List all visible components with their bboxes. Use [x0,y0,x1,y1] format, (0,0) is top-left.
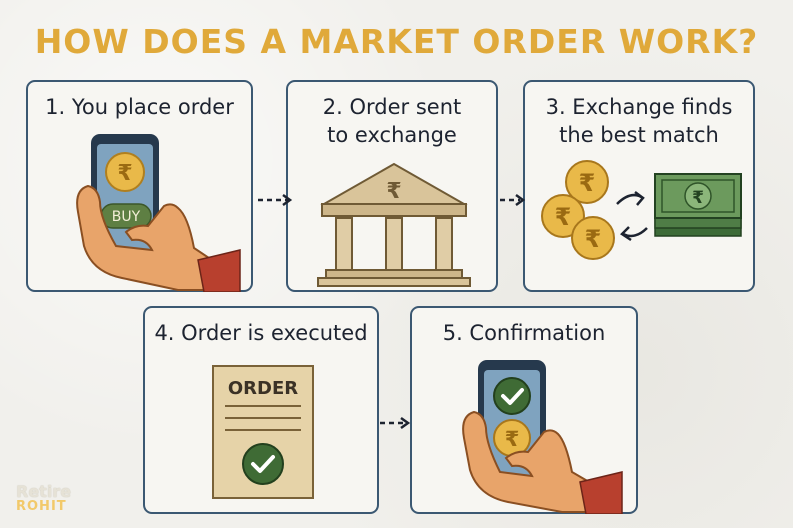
rupee-coin-icon: ₹ [493,419,531,457]
step-card-3: 3. Exchange finds the best match ₹ ₹ ₹ ₹ [523,80,755,292]
flow-arrow-1-2 [258,193,293,207]
bank-building-icon [317,162,471,287]
exchange-building-illustration: ₹ [317,162,471,287]
step-4-title: 4. Order is executed [154,321,368,345]
svg-text:BUY: BUY [112,209,141,225]
svg-text:₹: ₹ [585,225,602,253]
svg-text:₹: ₹ [579,169,596,197]
step-card-2: 2. Order sent to exchange ₹ [286,80,498,292]
step-card-1: 1. You place order ₹ BUY [26,80,253,292]
rupee-coins-icon: ₹ ₹ ₹ [541,160,615,260]
svg-text:₹: ₹ [117,161,132,186]
step-2-title: 2. Order sent to exchange [322,95,462,147]
svg-text:₹: ₹ [692,188,704,208]
step-5-title: 5. Confirmation [442,321,606,345]
page-title: HOW DOES A MARKET ORDER WORK? [34,22,759,61]
swap-arrows-icon [616,191,648,242]
step-3-title: 3. Exchange finds the best match [545,95,733,147]
svg-text:₹: ₹ [505,427,520,451]
retire-rohit-logo: Retire ROHIT [16,482,72,515]
flow-arrow-2-3 [500,193,526,207]
matching-illustration: ₹ ₹ ₹ ₹ [541,160,742,260]
checkmark-icon [242,443,284,485]
rupee-icon: ₹ [386,179,401,204]
step-card-4: 4. Order is executed ORDER [143,306,379,514]
hand-icon [76,184,241,292]
step-card-5: 5. Confirmation ₹ [410,306,638,514]
logo-line-1: Retire [16,482,72,501]
step-1-title: 1. You place order [45,95,234,119]
place-order-illustration: ₹ BUY [76,134,241,292]
checkmark-icon [493,377,531,415]
logo-line-2: ROHIT [16,499,67,514]
order-executed-illustration: ORDER [212,365,314,499]
banknotes-icon: ₹ [654,173,742,237]
svg-text:₹: ₹ [555,203,572,231]
hand-icon [462,410,623,514]
confirmation-illustration: ₹ [462,360,623,514]
rupee-coin-icon: ₹ [105,152,145,192]
svg-text:ORDER: ORDER [228,378,298,399]
buy-button-icon: BUY [100,203,152,229]
flow-arrow-4-5 [380,416,411,430]
